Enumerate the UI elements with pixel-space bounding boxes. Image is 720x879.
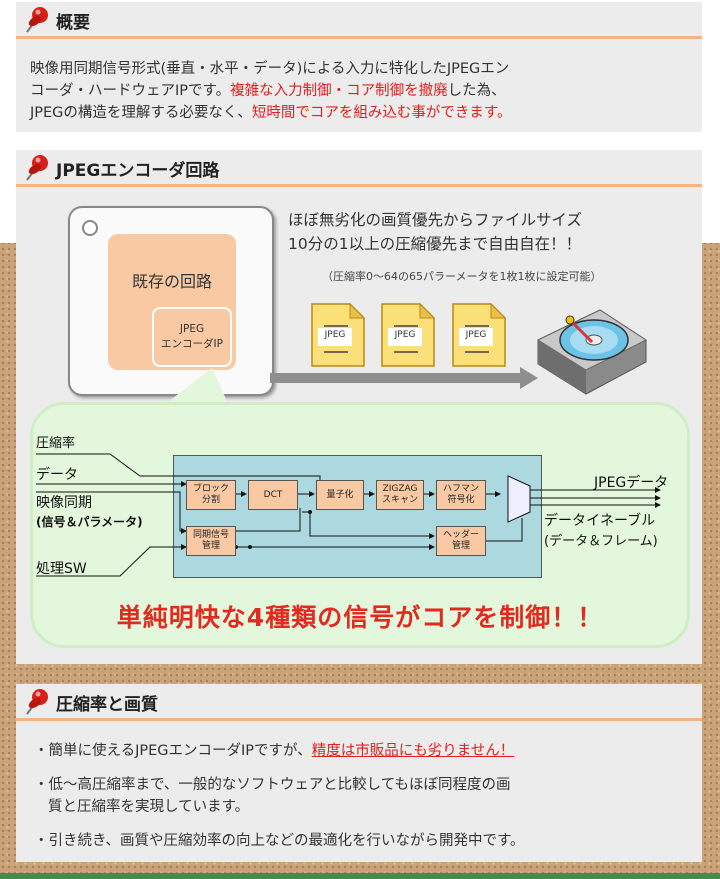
quality-bullet-1: ・簡単に使えるJPEGエンコーダIPですが、精度は市販品にも劣りません！ xyxy=(34,740,514,762)
dct-block: DCT xyxy=(248,480,298,510)
jpeg-file-label: JPEG xyxy=(324,330,346,340)
pushpin-icon xyxy=(26,689,48,715)
huffman-line1: ハフマン xyxy=(442,484,479,494)
overview-line-2-end: した為、 xyxy=(447,83,506,99)
sync-mgmt-line2: 管理 xyxy=(201,541,220,551)
description-line-1: ほぼ無劣化の画質優先からファイルサイズ xyxy=(288,211,583,229)
quantization-block: 量子化 xyxy=(316,480,364,510)
encoder-ip-line1: JPEG xyxy=(179,323,205,335)
jpeg-file-icon xyxy=(381,302,436,367)
signal-data-enable: データイネーブル xyxy=(544,513,656,529)
signal-jpeg-data: JPEGデータ xyxy=(594,475,669,491)
dct-label: DCT xyxy=(263,489,283,500)
jpeg-file-3: JPEG xyxy=(451,302,507,368)
chip-notch xyxy=(82,220,98,236)
pushpin-icon xyxy=(26,7,48,33)
jpeg-file-2: JPEG xyxy=(380,302,436,368)
overview-text: 映像用同期信号形式(垂直・水平・データ)による入力に特化したJPEGエン コーダ… xyxy=(30,58,511,124)
signal-sync-detail: (信号＆パラメータ) xyxy=(36,515,143,529)
overview-line-1: 映像用同期信号形式(垂直・水平・データ)による入力に特化したJPEGエン xyxy=(30,61,510,77)
overview-highlight-1: 複雑な入力制御・コア制御を撤廃 xyxy=(230,83,448,99)
overview-header: 概要 xyxy=(16,2,702,39)
jpeg-file-1: JPEG xyxy=(310,302,366,368)
encoder-description: ほぼ無劣化の画質優先からファイルサイズ 10分の1以上の圧縮優先まで自由自在！！ xyxy=(288,208,582,256)
quantization-label: 量子化 xyxy=(326,489,354,500)
header-mgmt-line1: ヘッダー xyxy=(442,530,479,540)
sync-management-block: 同期信号管理 xyxy=(186,526,236,556)
header-management-block: ヘッダー管理 xyxy=(436,526,486,556)
slogan: 単純明快な4種類の信号がコアを制御！！ xyxy=(116,603,604,632)
description-line-2: 10分の1以上の圧縮優先まで自由自在！！ xyxy=(288,235,582,253)
huffman-coding-block: ハフマン符号化 xyxy=(436,480,486,510)
block-division-block: ブロック分割 xyxy=(186,480,236,510)
quality-bullet-2: ・低～高圧縮率まで、一般的なソフトウェアと比較してもほぼ同程度の画 質と圧縮率を… xyxy=(34,774,510,818)
pushpin-icon xyxy=(26,155,48,181)
jpeg-file-icon xyxy=(452,302,507,367)
block-division-line2: 分割 xyxy=(201,495,220,505)
encoder-ip-line2: エンコーダIP xyxy=(161,338,223,350)
zigzag-line2: スキャン xyxy=(381,495,418,505)
bullet-1-text: ・簡単に使えるJPEGエンコーダIPですが、 xyxy=(34,743,312,759)
sync-mgmt-line1: 同期信号 xyxy=(192,530,229,540)
jpeg-file-label: JPEG xyxy=(394,330,416,340)
quality-header: 圧縮率と画質 xyxy=(16,684,702,721)
quality-title: 圧縮率と画質 xyxy=(56,695,158,715)
overview-highlight-2: 短時間でコアを組み込む事ができます。 xyxy=(251,105,512,121)
overview-line-2-start: コーダ・ハードウェアIPです。 xyxy=(30,83,231,99)
overview-title: 概要 xyxy=(56,13,90,33)
signal-video-sync: 映像同期 xyxy=(36,495,92,511)
overview-line-2: コーダ・ハードウェアIPです。複雑な入力制御・コア制御を撤廃した為、 xyxy=(30,80,511,102)
output-arrow xyxy=(270,367,538,389)
bullet-2-line1: ・低～高圧縮率まで、一般的なソフトウェアと比較してもほぼ同程度の画 xyxy=(34,777,511,793)
bullet-1-highlight: 精度は市販品にも劣りません！ xyxy=(311,743,515,759)
jpeg-file-label: JPEG xyxy=(465,330,487,340)
callout-pointer xyxy=(160,368,230,408)
overview-panel: 概要 映像用同期信号形式(垂直・水平・データ)による入力に特化したJPEGエン … xyxy=(16,2,702,132)
block-division-line1: ブロック xyxy=(192,484,229,494)
signal-process-sw: 処理SW xyxy=(36,561,87,577)
zigzag-line1: ZIGZAG xyxy=(382,484,418,494)
overview-line-3: JPEGの構造を理解する必要なく、短時間でコアを組み込む事ができます。 xyxy=(30,102,511,124)
bullet-2-line2: 質と圧縮率を実現しています。 xyxy=(48,799,250,815)
signal-data: データ xyxy=(36,467,78,483)
encoder-circuit-title: JPEGエンコーダ回路 xyxy=(56,161,220,181)
hard-disk-icon xyxy=(536,309,648,395)
jpeg-file-icon xyxy=(311,302,366,367)
quality-panel: 圧縮率と画質 xyxy=(16,684,702,862)
header-mgmt-line2: 管理 xyxy=(451,541,470,551)
quality-bullet-3: ・引き続き、画質や圧縮効率の向上などの最適化を行いながら開発中です。 xyxy=(34,833,525,849)
description-note: （圧縮率0～64の65パラーメータを1枚1枚に設定可能） xyxy=(322,270,602,283)
existing-circuit-label: 既存の回路 xyxy=(131,272,212,291)
signal-data-enable-detail: (データ＆フレーム) xyxy=(544,534,658,549)
overview-line-3-start: JPEGの構造を理解する必要なく、 xyxy=(30,105,252,121)
huffman-line2: 符号化 xyxy=(447,495,475,505)
encoder-ip-block: JPEG エンコーダIP xyxy=(152,307,232,367)
signal-wiring xyxy=(36,453,661,577)
encoder-circuit-header: JPEGエンコーダ回路 xyxy=(16,150,702,187)
bottom-border xyxy=(0,873,720,879)
signal-compression-rate: 圧縮率 xyxy=(36,436,76,451)
